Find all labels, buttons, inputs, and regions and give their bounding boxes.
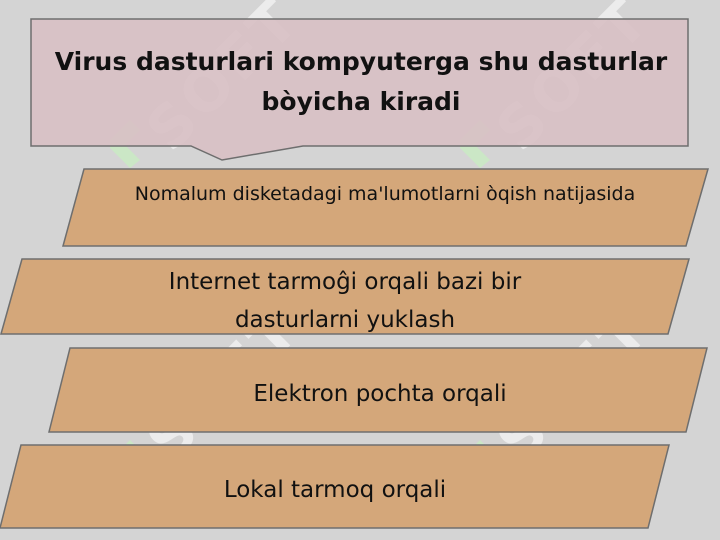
item-3-shape (48, 347, 708, 433)
title-callout-shape (30, 18, 689, 161)
item-label: Elektron pochta orqali (253, 381, 507, 407)
item-1-shape (62, 168, 709, 247)
item-label: Lokal tarmoq orqali (223, 477, 447, 503)
item-label: Nomalum disketadagi ma'lumotlarni òqish … (134, 183, 636, 205)
item-2-shape (0, 258, 690, 335)
diagram-title: Virus dasturlari kompyuterga shu dasturl… (54, 47, 668, 116)
item-label: Internet tarmoĝi orqali bazi bir dasturl… (168, 269, 522, 333)
item-4-shape (0, 444, 670, 529)
